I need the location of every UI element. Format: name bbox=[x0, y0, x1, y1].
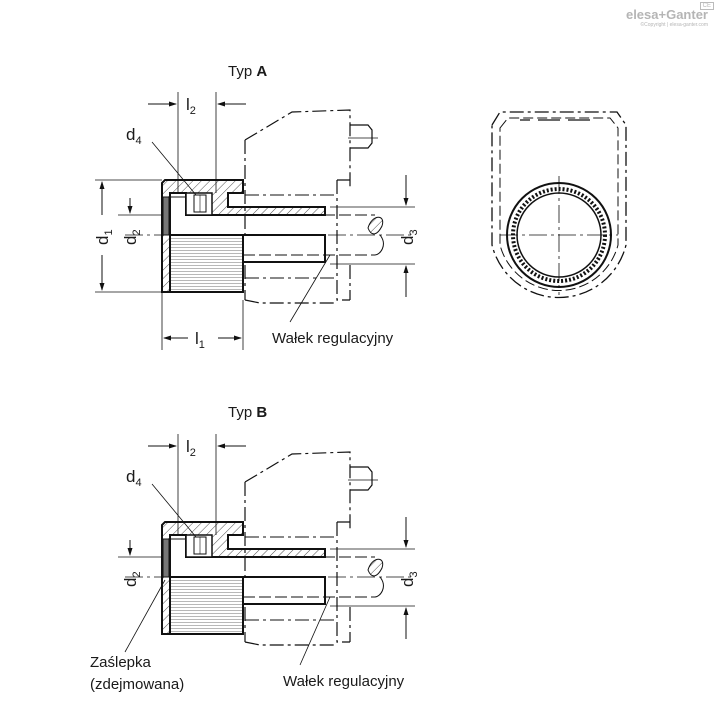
dim-l2-a: l2 bbox=[186, 95, 196, 117]
shaft-label-a: Wałek regulacyjny bbox=[272, 330, 394, 347]
dim-d1: d1 bbox=[93, 229, 115, 245]
dim-d4-b: d4 bbox=[126, 467, 142, 489]
dim-l1: l1 bbox=[195, 329, 205, 351]
type-a-side-view bbox=[95, 92, 415, 350]
dim-d3-a: d3 bbox=[398, 229, 420, 245]
plug-label-line1: Zaślepka bbox=[90, 654, 152, 671]
type-b-title: Typ B bbox=[228, 404, 267, 421]
type-a-title: Typ A bbox=[228, 63, 267, 80]
shaft-label-b: Wałek regulacyjny bbox=[283, 673, 405, 690]
dim-d4-a: d4 bbox=[126, 125, 142, 147]
type-b-side-view bbox=[118, 434, 415, 666]
dim-l2-b: l2 bbox=[186, 437, 196, 459]
dim-d3-b: d3 bbox=[398, 571, 420, 587]
dim-d2-b: d2 bbox=[121, 571, 143, 587]
dim-d2-a: d2 bbox=[121, 229, 143, 245]
front-view bbox=[491, 111, 627, 299]
plug-label-line2: (zdejmowana) bbox=[90, 676, 184, 693]
elesa-ganter-logo: elesa+Ganter CE ©Copyright | elesa-gante… bbox=[626, 2, 714, 28]
